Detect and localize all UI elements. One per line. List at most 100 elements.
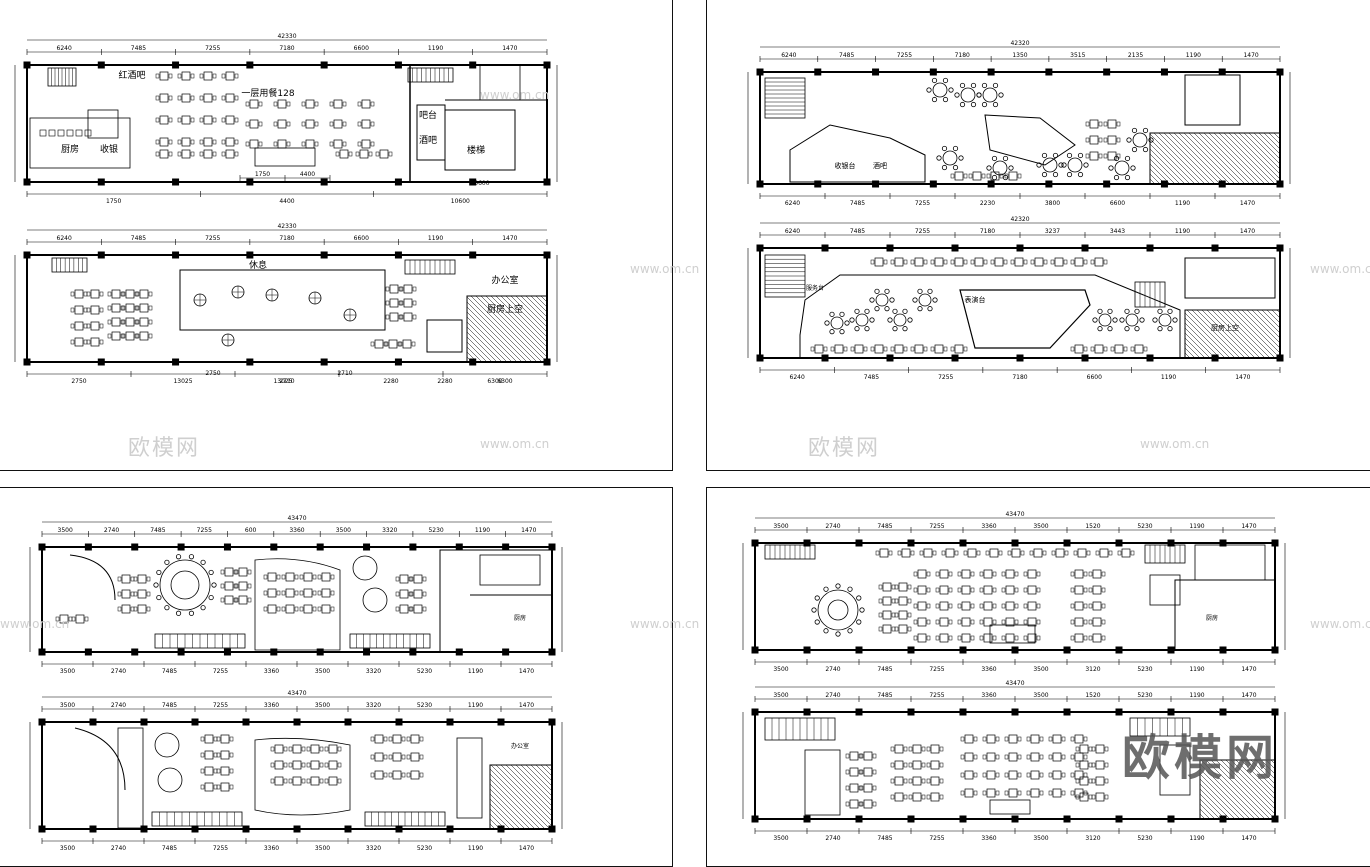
- chair: [317, 590, 322, 596]
- structural-column: [1167, 539, 1175, 547]
- structural-column: [548, 718, 556, 726]
- chair: [370, 772, 375, 778]
- booth-round: [157, 767, 183, 793]
- chair: [133, 591, 138, 597]
- chair: [995, 772, 1000, 778]
- chair: [936, 155, 942, 161]
- panel-top-left: [0, 0, 673, 471]
- chair: [199, 73, 204, 79]
- dining-table: [1074, 569, 1084, 579]
- structural-column: [1115, 815, 1123, 823]
- chair: [1131, 146, 1138, 153]
- round-table-group: [926, 77, 954, 103]
- chair: [903, 259, 908, 265]
- chair: [200, 559, 206, 565]
- chair: [859, 769, 864, 775]
- round-table: [992, 160, 1008, 176]
- structural-column: [23, 178, 31, 186]
- chair: [1036, 619, 1041, 625]
- dining-table: [399, 604, 409, 614]
- hatch-line: [1196, 309, 1246, 359]
- chair: [1043, 259, 1048, 265]
- chair: [835, 631, 841, 637]
- chair: [1061, 162, 1067, 168]
- chair: [1014, 571, 1019, 577]
- chair: [948, 635, 953, 641]
- chair: [221, 95, 226, 101]
- chair: [199, 95, 204, 101]
- chair: [155, 73, 160, 79]
- dining-table: [374, 752, 384, 762]
- chair: [875, 550, 880, 556]
- dimension-label: 1470: [1241, 523, 1256, 530]
- chair: [889, 297, 895, 303]
- chair: [312, 606, 317, 612]
- dining-table: [137, 589, 147, 599]
- round-table-group: [912, 288, 938, 312]
- chair: [317, 606, 322, 612]
- chair: [957, 571, 962, 577]
- dimension-label: 1190: [1161, 374, 1176, 381]
- chair: [1112, 317, 1118, 323]
- structural-column: [1063, 815, 1071, 823]
- structural-column: [469, 61, 477, 69]
- chair: [120, 291, 125, 297]
- dining-table: [1074, 752, 1084, 762]
- chair: [910, 259, 915, 265]
- dining-table: [1074, 257, 1084, 267]
- chair: [190, 139, 195, 145]
- dining-table: [392, 734, 402, 744]
- chair: [399, 300, 404, 306]
- chair: [337, 746, 342, 752]
- dining-table: [914, 257, 924, 267]
- chair: [409, 606, 414, 612]
- chair: [1070, 259, 1075, 265]
- watermark-brand-large: 欧模网: [1122, 730, 1279, 786]
- watermark-brand: 欧模网: [808, 436, 881, 461]
- chair: [1026, 754, 1031, 760]
- dimension-label: 3500: [1033, 666, 1048, 673]
- structural-column: [38, 718, 46, 726]
- chair: [1083, 772, 1088, 778]
- chair: [926, 87, 932, 93]
- hatch-line: [1266, 309, 1281, 324]
- hatch-line: [1248, 132, 1281, 165]
- hatch-line: [545, 295, 548, 298]
- chair: [330, 606, 335, 612]
- hatch-line: [466, 301, 528, 363]
- hatch-line: [1270, 759, 1276, 765]
- dining-table: [267, 572, 277, 582]
- chair: [1023, 587, 1028, 593]
- chair: [1052, 171, 1059, 178]
- dining-table: [392, 770, 402, 780]
- structural-column: [38, 648, 46, 656]
- chair: [317, 574, 322, 580]
- dining-table: [1027, 633, 1037, 643]
- chair: [134, 319, 139, 325]
- chair: [891, 626, 896, 632]
- staircase: [1134, 281, 1166, 308]
- chair: [829, 311, 835, 317]
- chair: [337, 762, 342, 768]
- hatch-line: [1149, 153, 1181, 185]
- chair: [306, 778, 311, 784]
- chair: [903, 746, 908, 752]
- dimension-label: 1190: [1175, 228, 1190, 235]
- dining-table: [125, 303, 135, 313]
- structural-column: [89, 718, 97, 726]
- dining-table: [361, 119, 371, 129]
- dimension-label: 1190: [1175, 200, 1190, 207]
- chair: [811, 607, 817, 613]
- dining-table: [74, 305, 84, 315]
- room-label: 办公室: [511, 742, 529, 750]
- dining-table: [125, 317, 135, 327]
- chair: [121, 291, 126, 297]
- chair: [992, 82, 999, 89]
- chair: [926, 794, 931, 800]
- chair: [1070, 619, 1075, 625]
- chair: [301, 141, 306, 147]
- chair: [1088, 635, 1093, 641]
- structural-column: [987, 68, 995, 76]
- chair: [835, 583, 841, 589]
